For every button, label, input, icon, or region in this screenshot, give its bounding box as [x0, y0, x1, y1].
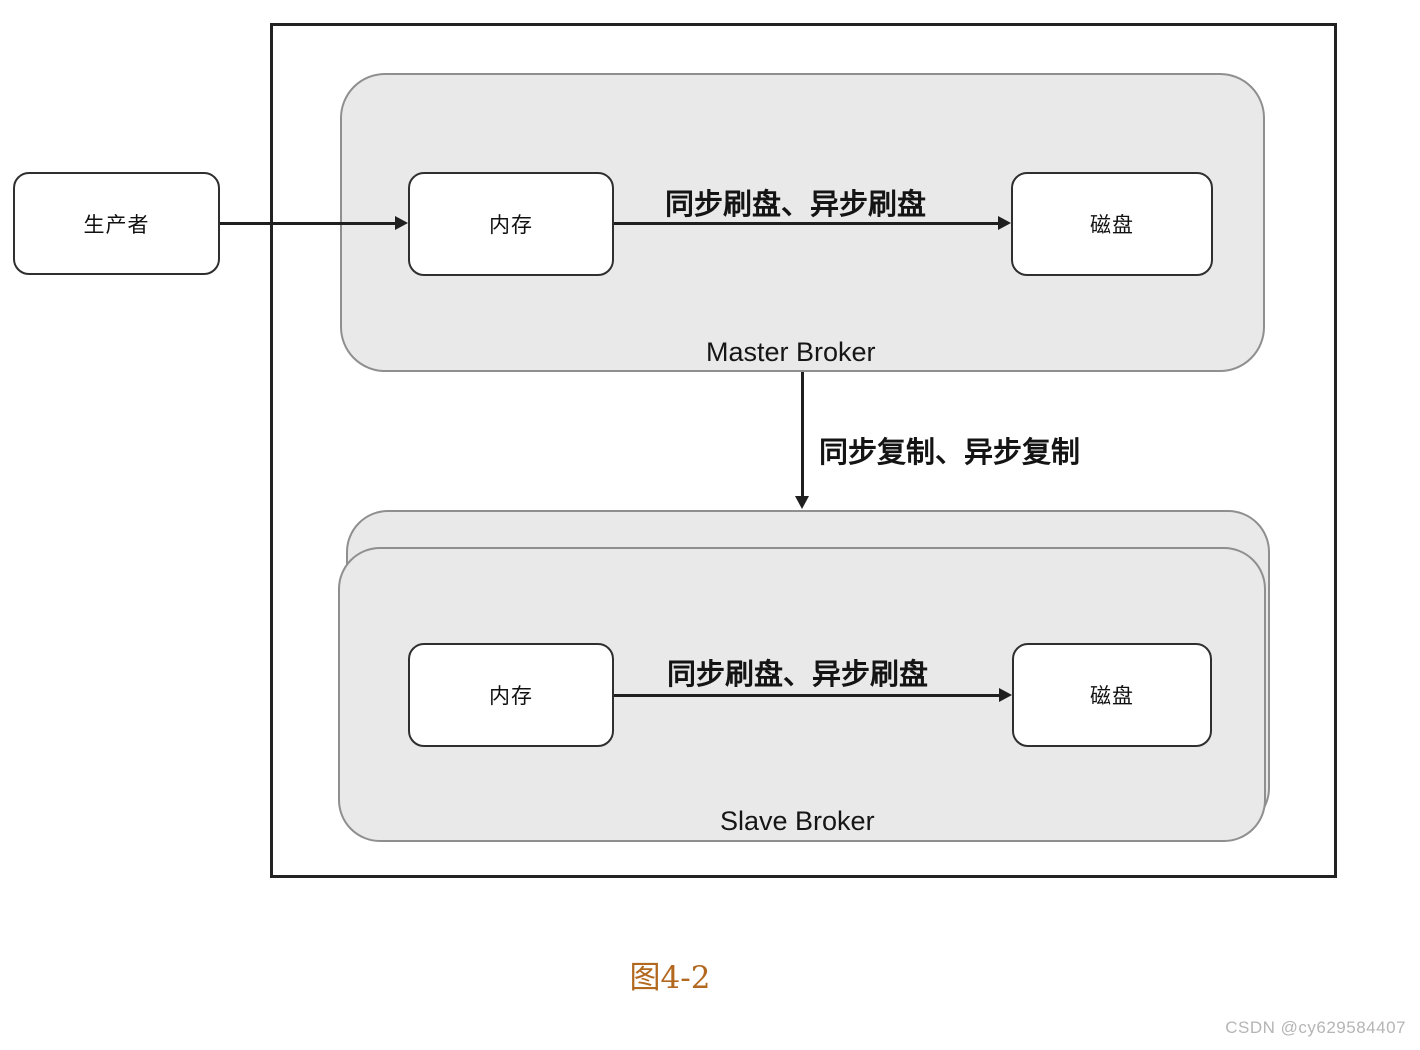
master-flush-arrowhead-icon	[998, 216, 1011, 230]
master-disk-node: 磁盘	[1011, 172, 1213, 276]
producer-node: 生产者	[13, 172, 220, 275]
slave-flush-arrowhead-icon	[999, 688, 1012, 702]
figure-caption: 图4-2	[629, 960, 711, 996]
master-memory-node: 内存	[408, 172, 614, 276]
slave-disk-label: 磁盘	[1090, 685, 1134, 708]
master-flush-arrow-line	[614, 222, 998, 225]
master-flush-arrow-label: 同步刷盘、异步刷盘	[665, 189, 927, 221]
slave-memory-node: 内存	[408, 643, 614, 747]
slave-disk-node: 磁盘	[1012, 643, 1212, 747]
producer-to-memory-arrowhead-icon	[395, 216, 408, 230]
master-memory-label: 内存	[489, 214, 533, 237]
master-broker-title: Master Broker	[706, 337, 876, 367]
replication-arrow-line	[801, 372, 804, 496]
producer-label: 生产者	[83, 213, 150, 237]
slave-memory-label: 内存	[489, 685, 533, 708]
watermark-text: CSDN @cy629584407	[1225, 1018, 1406, 1037]
replication-arrow-label: 同步复制、异步复制	[819, 437, 1081, 469]
slave-flush-arrow-label: 同步刷盘、异步刷盘	[667, 659, 929, 691]
producer-to-memory-arrow-line	[220, 222, 396, 225]
slave-broker-title: Slave Broker	[720, 806, 875, 836]
slave-flush-arrow-line	[614, 694, 999, 697]
master-disk-label: 磁盘	[1090, 214, 1134, 237]
replication-arrowhead-icon	[795, 496, 809, 509]
